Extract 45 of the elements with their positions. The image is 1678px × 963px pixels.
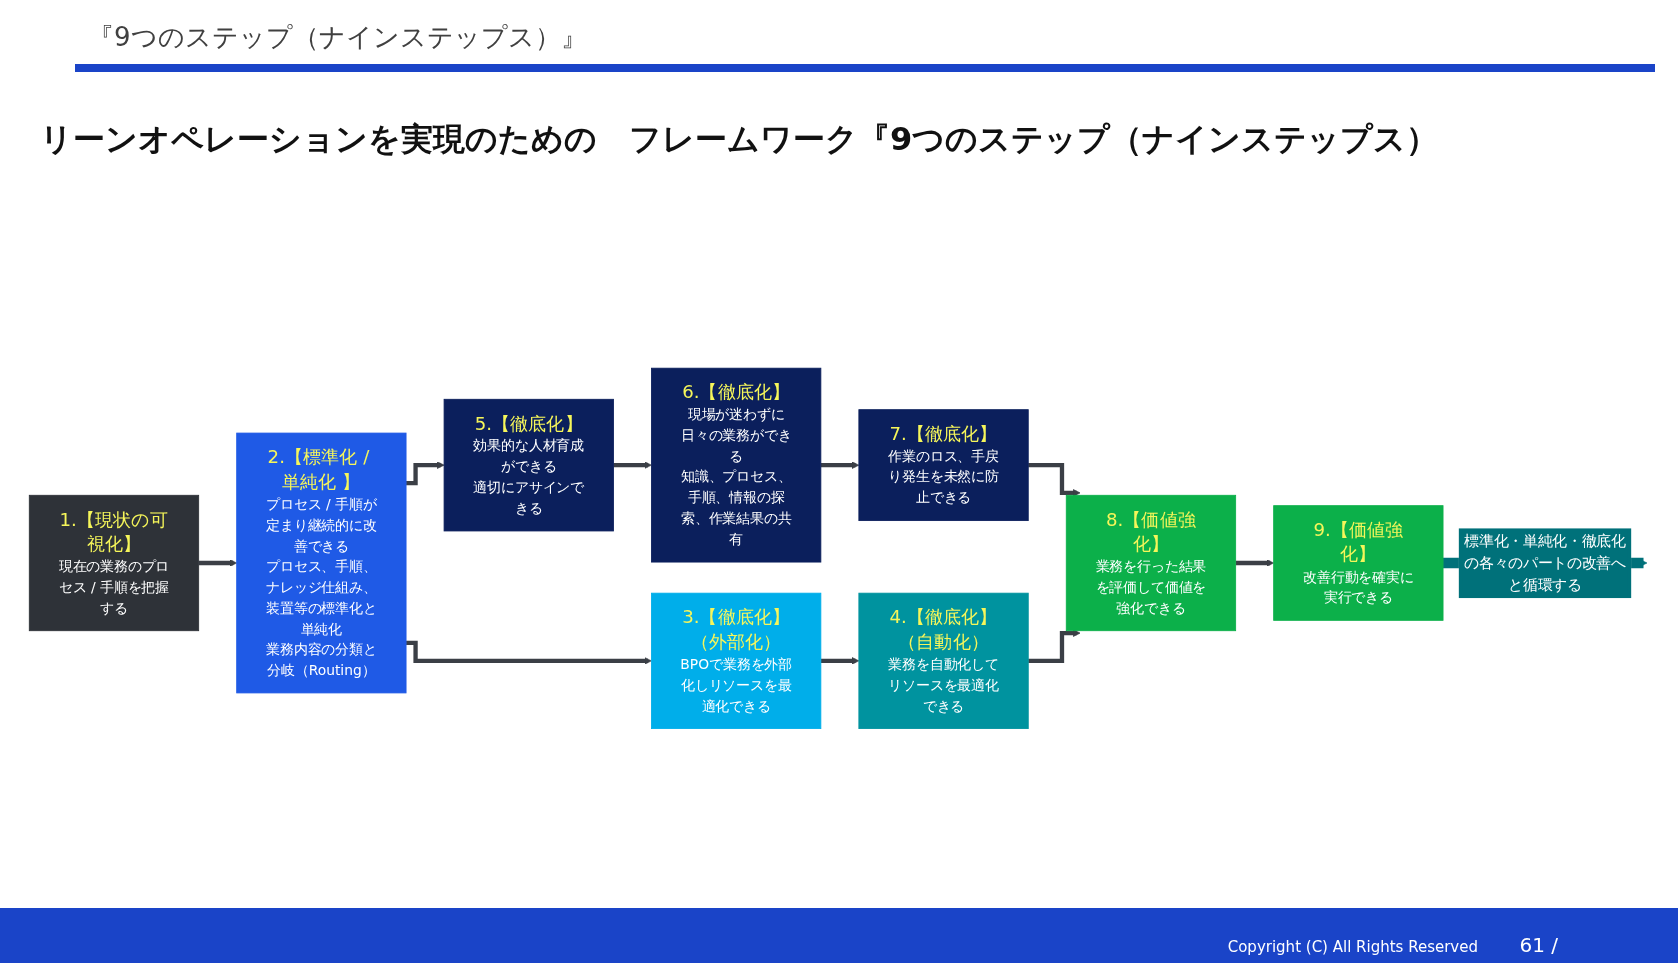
step-title: 7.【徹底化】 [889,423,998,445]
step-title: 1.【現状の可視化】 [59,509,169,555]
arrow [1028,463,1081,497]
step-description: 適切にアサインできる [473,479,585,517]
arrow [1235,559,1274,568]
step-box [651,593,822,730]
step-description: 改善行動を確実に実行できる [1303,568,1414,606]
arrow [406,641,652,665]
page-number: 61 / [1519,933,1558,957]
arrow [406,461,445,486]
step-box [651,368,822,563]
step-box [28,495,200,632]
step-description: 効果的な人材育成ができる [473,437,585,476]
arrow [820,657,860,665]
step-box [858,409,1029,522]
step-description: 業務を自動化してリソースを最適化できる [888,656,999,715]
step-box [1065,495,1237,632]
step-title: 8.【価値強化】 [1106,509,1196,555]
step-title: 5.【徹底化】 [474,413,583,435]
step-description: 現在の業務のプロセス / 手順を把握する [58,558,170,617]
step-title: 3.【徹底化】（外部化） [682,607,791,653]
step-box [236,432,407,694]
step-description: 業務を行った結果を評価して価値を強化できる [1095,558,1207,617]
copyright-text: Copyright (C) All Rights Reserved [1227,938,1478,956]
step-box [858,593,1029,730]
step-description: 現場が迷わずに日々の業務ができる [680,406,792,465]
arrow [1028,629,1081,664]
header-text: 『9つのステップ（ナインステップス）』 [88,21,587,54]
step-description: プロセス、手順、ナレッジ仕組み、装置等の標準化と単純化 [266,558,377,637]
step-description: 業務内容の分類と分岐（Routing） [266,641,377,679]
edge-label: 標準化・単純化・徹底化の各々のパートの改善へと循環する [1458,528,1632,599]
step-title: 2.【標準化 / 単純化 】 [267,447,371,493]
arrow [198,559,238,568]
step-box [443,399,614,532]
step-title: 9.【価値強化】 [1313,519,1404,565]
step-title: 4.【徹底化】（自動化） [889,607,998,653]
diagram-title: リーンオペレーションを実現のための フレームワーク『9つのステップ（ナインステップス） [40,119,1439,160]
step-box [1273,505,1444,621]
arrow [820,461,860,470]
step-description: 知識、プロセス、手順、情報の探索、作業結果の共有 [680,469,792,548]
step-description: BPOで業務を外部化しリソースを最適化できる [680,656,792,715]
arrow [613,461,652,470]
step-description: 作業のロス、手戻り発生を未然に防止できる [888,448,999,507]
step-description: プロセス / 手順が定まり継続的に改善できる [266,496,377,555]
step-title: 6.【徹底化】 [682,382,791,403]
